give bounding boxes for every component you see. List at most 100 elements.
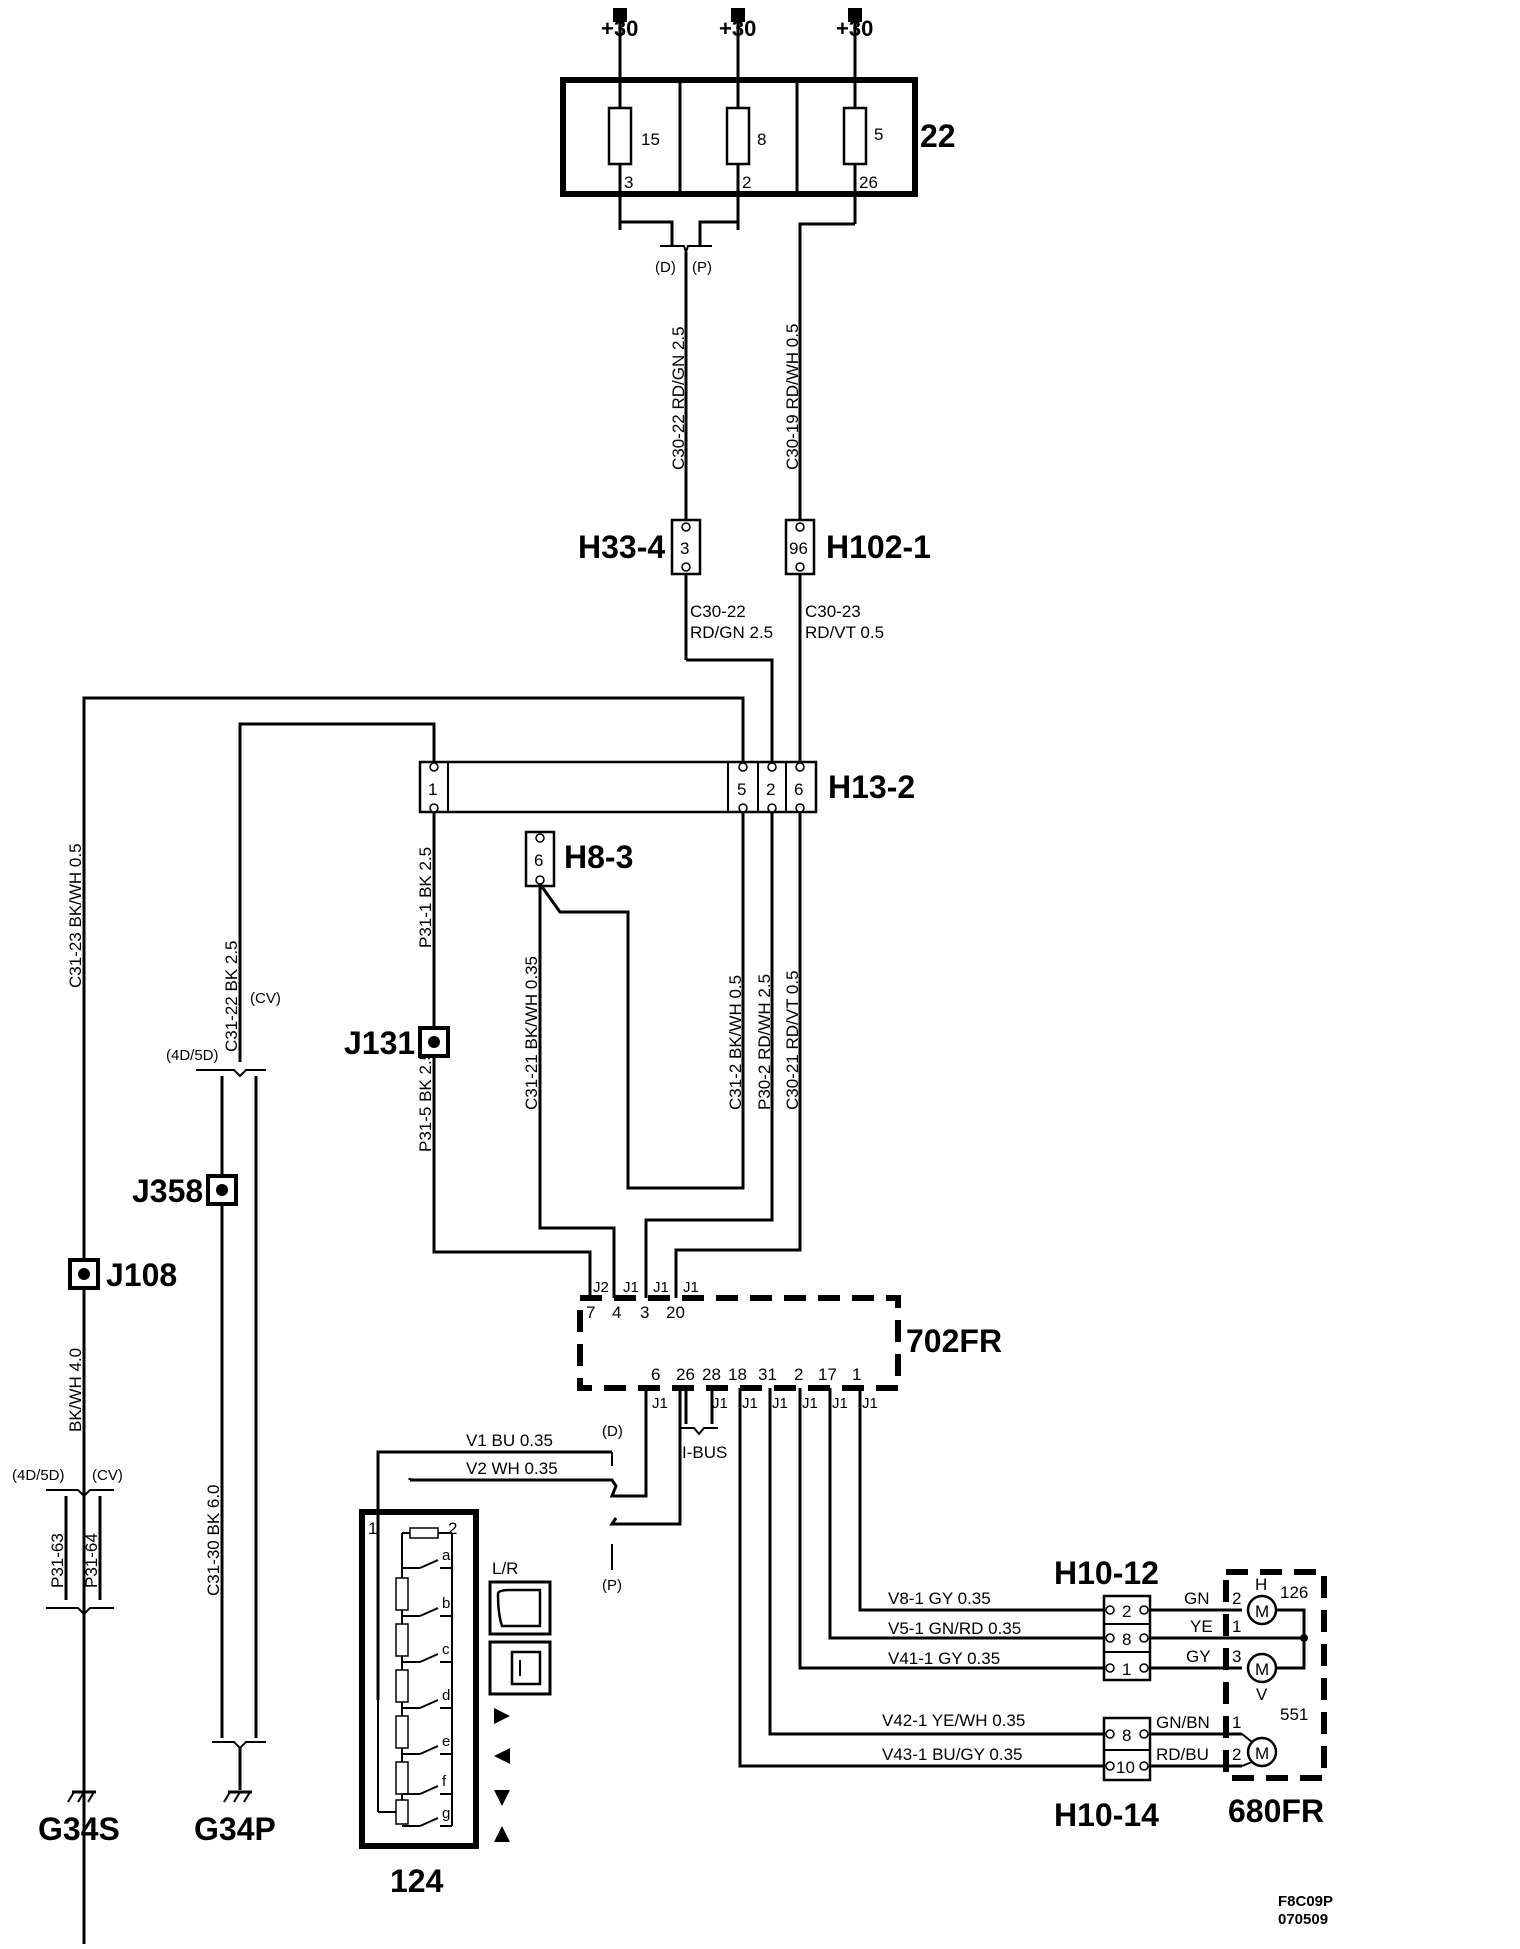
mirror-glass bbox=[510, 1650, 542, 1686]
motor-lead bbox=[1241, 1733, 1253, 1743]
wire-color: GN/BN bbox=[1156, 1713, 1210, 1732]
connector-pin: 6 bbox=[534, 851, 543, 870]
joint-label: J108 bbox=[106, 1257, 177, 1293]
module-pin: 28 bbox=[702, 1365, 721, 1384]
ground-label: G34S bbox=[38, 1811, 120, 1847]
ibus-label: I-BUS bbox=[682, 1443, 727, 1462]
variant-d-label: (D) bbox=[655, 259, 676, 276]
wire-label: C31-2 BK/WH 0.5 bbox=[726, 975, 745, 1110]
joint-dot bbox=[216, 1184, 228, 1196]
module-pin: 1 bbox=[852, 1365, 861, 1384]
wire bbox=[618, 220, 674, 246]
motor-axis-label: H bbox=[1255, 1575, 1267, 1594]
wire-v5 bbox=[828, 1388, 1104, 1640]
module-pin: 26 bbox=[676, 1365, 695, 1384]
switch-contact-g: g bbox=[402, 1805, 452, 1827]
module-pin: 6 bbox=[651, 1365, 660, 1384]
mirror-left-icon bbox=[488, 1580, 552, 1636]
resistor bbox=[395, 1669, 409, 1703]
resistor bbox=[409, 1527, 439, 1539]
motor-551 bbox=[1246, 1736, 1278, 1768]
contact-label: c bbox=[442, 1641, 450, 1658]
fusebox-id: 22 bbox=[920, 118, 956, 154]
joint-dot bbox=[428, 1036, 440, 1048]
wire-label: V5-1 GN/RD 0.35 bbox=[888, 1619, 1021, 1638]
connector-label: H10-12 bbox=[1054, 1555, 1159, 1591]
motor-axis-label: V bbox=[1256, 1685, 1268, 1704]
pin-socket bbox=[1139, 1761, 1149, 1771]
joint-j131: J131 bbox=[344, 1025, 450, 1061]
pin-socket bbox=[795, 762, 805, 772]
wire-label: C30-22 RD/GN 2.5 bbox=[669, 326, 688, 470]
switch-contact-b: b bbox=[402, 1595, 452, 1617]
module-pin: 31 bbox=[758, 1365, 777, 1384]
variant-4d5d-label: (4D/5D) bbox=[166, 1047, 219, 1064]
pin-socket bbox=[429, 762, 439, 772]
resistor bbox=[395, 1799, 409, 1825]
variant-p-label: (P) bbox=[692, 259, 712, 276]
pin-conn: J1 bbox=[802, 1395, 818, 1412]
fuse-number: 15 bbox=[641, 130, 660, 149]
fusebox-22: 22 +30 15 3 +30 8 2 +30 5 26 bbox=[560, 8, 956, 230]
wire-label: V43-1 BU/GY 0.35 bbox=[882, 1745, 1023, 1764]
pin-socket bbox=[429, 803, 439, 813]
connector-pin: 3 bbox=[680, 539, 689, 558]
contact-blade bbox=[419, 1559, 439, 1569]
connector-h33-4: 3 H33-4 bbox=[578, 518, 702, 576]
switch-outline bbox=[359, 1509, 479, 1849]
connector-h13-2: 1 5 2 6 H13-2 bbox=[418, 760, 915, 814]
module-pin: 3 bbox=[640, 1303, 649, 1322]
variant-split-top: (D) (P) bbox=[618, 220, 855, 520]
wire-c31-2 bbox=[538, 812, 745, 1190]
pin-socket bbox=[535, 833, 545, 843]
fuse-element bbox=[607, 106, 633, 166]
variant-brace bbox=[196, 1069, 266, 1078]
actuator-pin: 2 bbox=[1232, 1745, 1241, 1764]
contact-label: f bbox=[442, 1773, 447, 1790]
pin-socket bbox=[738, 762, 748, 772]
connector-h102-1: 96 H102-1 bbox=[784, 518, 931, 576]
joint-dot bbox=[78, 1268, 90, 1280]
actuator-label: 680FR bbox=[1228, 1793, 1324, 1829]
variant-brace bbox=[46, 1489, 114, 1498]
module-pin: 4 bbox=[612, 1303, 621, 1322]
pin-socket bbox=[767, 762, 777, 772]
connector-pin: 8 bbox=[1122, 1630, 1131, 1649]
actuator-pin: 1 bbox=[1232, 1617, 1241, 1636]
wire-label: V41-1 GY 0.35 bbox=[888, 1649, 1000, 1668]
supply-terminal bbox=[731, 8, 745, 22]
ground-hatch bbox=[87, 1791, 95, 1803]
motor-lead bbox=[1241, 1761, 1253, 1767]
contact-label: d bbox=[442, 1687, 450, 1704]
pin-socket bbox=[1105, 1761, 1115, 1771]
wire-label: C30-23 bbox=[805, 602, 861, 621]
module-702fr: 702FR J2 J1 J1 J1 7 4 3 20 6 26 28 18 31… bbox=[577, 1279, 1002, 1412]
wire-label: C31-30 BK 6.0 bbox=[204, 1484, 223, 1596]
connector-pin: 96 bbox=[789, 539, 808, 558]
motor-v bbox=[1246, 1652, 1278, 1684]
wire-label: P30-2 RD/WH 2.5 bbox=[755, 974, 774, 1110]
wire-color: RD/BU bbox=[1156, 1745, 1209, 1764]
contact-blade bbox=[419, 1653, 439, 1663]
contact-label: e bbox=[442, 1733, 450, 1750]
variant-brace bbox=[46, 1607, 114, 1616]
module-pin: 18 bbox=[728, 1365, 747, 1384]
pin-socket bbox=[738, 803, 748, 813]
contact-label: a bbox=[442, 1547, 451, 1564]
wire-label: V42-1 YE/WH 0.35 bbox=[882, 1711, 1025, 1730]
wire-color: YE bbox=[1190, 1617, 1213, 1636]
connector-h10-12: 2 8 1 H10-12 bbox=[1054, 1555, 1159, 1682]
left-arrow-icon bbox=[494, 1748, 510, 1764]
pin-socket bbox=[795, 522, 805, 532]
wire-label: BK/WH 4.0 bbox=[66, 1348, 85, 1432]
pin-socket bbox=[1105, 1729, 1115, 1739]
pin-conn: J1 bbox=[683, 1279, 699, 1296]
wire-label: RD/VT 0.5 bbox=[805, 623, 884, 642]
lr-label: L/R bbox=[492, 1559, 518, 1578]
wire-label: C31-23 BK/WH 0.5 bbox=[66, 843, 85, 988]
joint-j108: J108 bbox=[68, 1257, 177, 1293]
wire-v41 bbox=[798, 1388, 1104, 1670]
wire-v2-p bbox=[609, 1388, 682, 1526]
motor-symbol: M bbox=[1255, 1660, 1269, 1679]
